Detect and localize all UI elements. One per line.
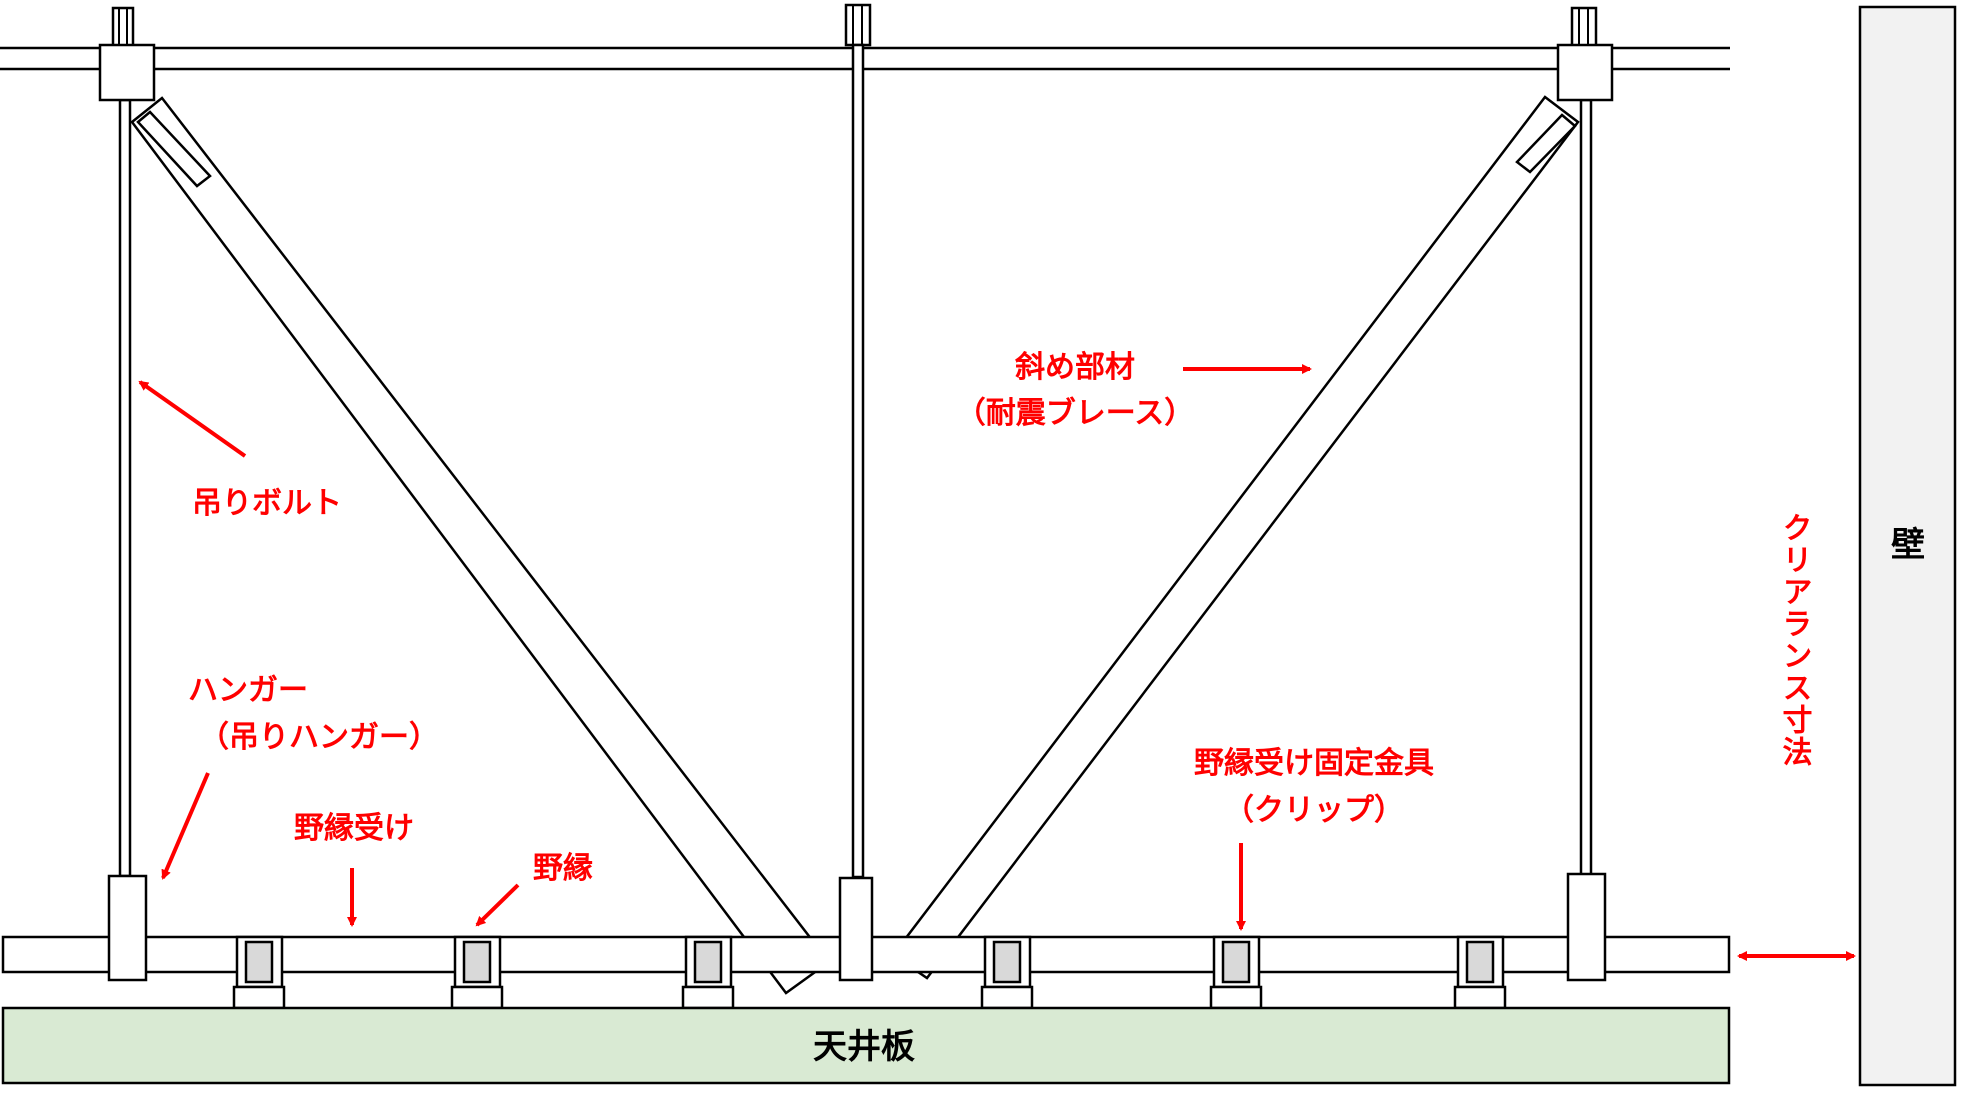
ceiling-board-label: 天井板 <box>813 1027 915 1067</box>
furring-clip <box>681 935 735 1010</box>
furring-clip <box>1209 935 1263 1010</box>
clearance-label: クリアランス寸法 <box>1777 512 1813 768</box>
brace-label-line2: （耐震ブレース） <box>956 396 1195 431</box>
hanger-label-line2: （吊りハンガー） <box>199 720 439 755</box>
furring-clip <box>1453 935 1507 1010</box>
hanging-bolt-label: 吊りボルト <box>192 486 342 521</box>
furring-clips <box>232 935 1507 1010</box>
hanger-center <box>838 876 874 982</box>
seismic-brace-right <box>891 95 1580 980</box>
top-connector-left <box>98 43 156 102</box>
ceiling-board <box>1 1006 1731 1085</box>
clip-label-line1: 野縁受け固定金具 <box>1194 746 1434 781</box>
hanger-right <box>1566 872 1607 982</box>
furring-clip <box>232 935 286 1010</box>
hanger-left <box>107 874 148 982</box>
annotation-runner: 野縁受け <box>294 811 414 927</box>
furring-clip <box>980 935 1034 1010</box>
wall <box>1858 5 1957 1087</box>
annotation-hanging-bolt: 吊りボルト <box>138 380 342 521</box>
annotation-clip: 野縁受け固定金具 （クリップ） <box>1194 746 1434 931</box>
brace-label-line1: 斜め部材 <box>1015 350 1135 385</box>
annotation-hanger: ハンガー （吊りハンガー） <box>161 673 439 880</box>
annotation-brace: 斜め部材 （耐震ブレース） <box>956 350 1312 431</box>
annotation-clearance: クリアランス寸法 <box>1737 512 1856 961</box>
runner-label: 野縁受け <box>294 811 414 846</box>
hanging-bolt-right <box>1570 6 1598 878</box>
seismic-brace-left <box>130 96 831 995</box>
annotation-furring: 野縁 <box>475 851 593 927</box>
top-connector-right <box>1556 43 1614 102</box>
hanging-bolt-left <box>111 6 135 878</box>
furring-clip <box>450 935 504 1010</box>
clip-label-line2: （クリップ） <box>1224 793 1404 828</box>
wall-label: 壁 <box>1891 525 1925 565</box>
overhead-pipes <box>0 46 1730 71</box>
hanging-bolt-center <box>844 3 872 879</box>
furring-label: 野縁 <box>533 851 593 886</box>
hanger-label-line1: ハンガー <box>188 673 308 708</box>
